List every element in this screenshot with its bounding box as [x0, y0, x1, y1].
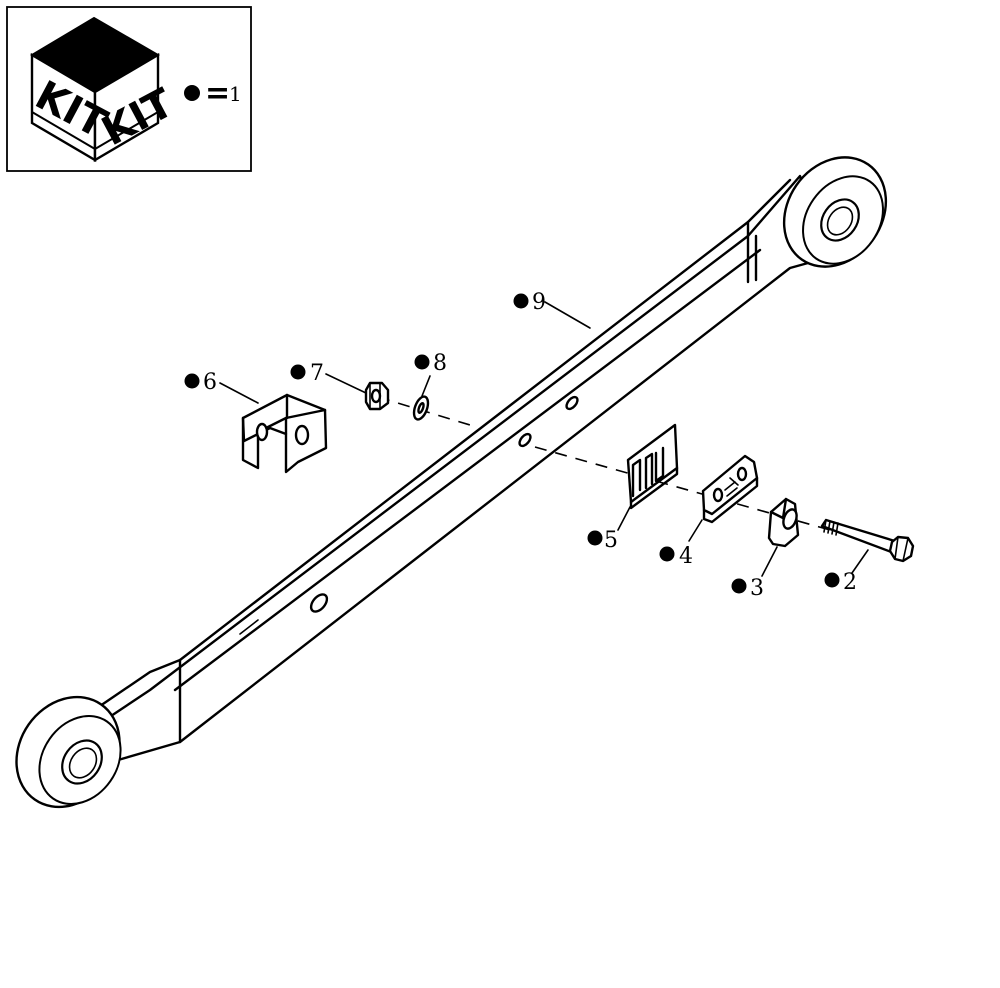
svg-text:8: 8	[433, 351, 447, 376]
callout-3: 3	[731, 546, 778, 601]
kit-count: 1	[229, 82, 242, 106]
beam-hole	[518, 432, 532, 448]
svg-text:6: 6	[203, 370, 217, 395]
ball-end-right	[782, 156, 888, 268]
beam-hole	[565, 395, 579, 411]
beam-hole	[309, 593, 329, 613]
svg-text:4: 4	[679, 544, 693, 569]
svg-text:7: 7	[310, 361, 324, 386]
kit-legend: KIT KIT = 1	[6, 6, 252, 172]
washer	[412, 395, 430, 421]
callout-7: 7	[290, 361, 367, 394]
callout-6: 6	[184, 370, 259, 404]
callout-9: 9	[513, 290, 591, 329]
callout-4: 4	[659, 519, 703, 569]
lower-link-arm	[15, 156, 888, 809]
svg-text:2: 2	[843, 570, 857, 595]
kit-bullet	[184, 85, 200, 101]
callout-2: 2	[824, 549, 869, 595]
eccentric-cam	[767, 497, 800, 548]
svg-text:3: 3	[750, 576, 764, 601]
hex-nut	[364, 381, 390, 411]
adjusting-plate	[701, 454, 759, 524]
callout-8: 8	[414, 351, 447, 397]
kit-equals: =	[205, 76, 230, 111]
ball-end-left	[15, 695, 122, 809]
svg-text:9: 9	[532, 290, 546, 315]
bolt	[820, 518, 915, 563]
callout-5: 5	[587, 506, 631, 553]
u-bracket	[241, 393, 328, 474]
shim-plate	[626, 423, 679, 510]
svg-text:5: 5	[604, 528, 618, 553]
